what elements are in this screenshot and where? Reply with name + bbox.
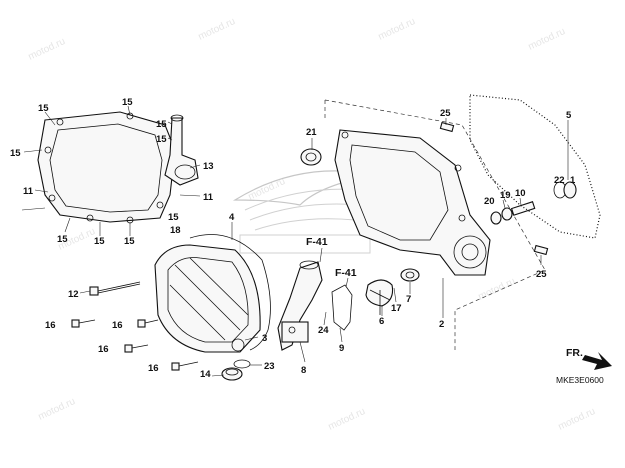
ref-number: 21 <box>306 127 317 138</box>
washer-19 <box>501 207 513 221</box>
watermark: motod.ru <box>197 16 237 43</box>
ref-number: 20 <box>484 196 495 207</box>
dowel-pin <box>439 121 455 133</box>
ref-number: 15 <box>124 236 135 247</box>
ref-number: 8 <box>301 365 306 376</box>
water-pump-elbow <box>277 260 323 351</box>
ref-number: 11 <box>23 186 34 197</box>
ref-number: 15 <box>10 148 21 159</box>
ref-number: 17 <box>391 303 402 314</box>
bolt-16 <box>71 319 96 328</box>
ref-number: 22 <box>554 175 565 186</box>
oil-filler-cap <box>221 367 243 381</box>
reference-numbers: 15 15 15 15 15 15 15 15 15 13 11 11 18 2… <box>10 97 576 380</box>
ref-number: 19 <box>500 190 511 201</box>
ref-number: 10 <box>515 188 526 199</box>
ref-number: 15 <box>168 212 179 223</box>
dowel-pin <box>533 244 549 256</box>
bolt-16 <box>171 361 199 371</box>
right-cover-gasket <box>469 94 601 239</box>
clutch-cover <box>154 244 261 353</box>
crankcase-cover-left <box>37 111 176 224</box>
mechanical-seal <box>400 268 420 282</box>
water-pump-impeller <box>365 279 394 315</box>
ref-number: 11 <box>203 192 214 203</box>
ref-number: 16 <box>98 344 109 355</box>
right-crankcase-cover <box>334 129 491 276</box>
ref-number: 15 <box>122 97 133 108</box>
bolt-16 <box>137 319 159 328</box>
ref-number: 15 <box>156 119 167 130</box>
ref-number: 4 <box>229 212 235 223</box>
ref-number: 14 <box>200 369 211 380</box>
ref-number: 15 <box>94 236 105 247</box>
ref-number: 16 <box>148 363 159 374</box>
front-direction-label: FR. <box>566 347 583 359</box>
ref-number: 1 <box>570 175 576 186</box>
o-ring-20 <box>490 211 502 225</box>
ref-number: 13 <box>203 161 214 172</box>
ref-number: 18 <box>170 225 181 236</box>
plug-1 <box>563 181 577 199</box>
ref-number: 2 <box>439 319 444 330</box>
diagram-part-code: MKE3E0600 <box>556 375 604 385</box>
ref-number: 15 <box>57 234 68 245</box>
front-direction-arrow <box>582 352 612 370</box>
watermark: motod.ru <box>477 276 517 303</box>
watermark: motod.ru <box>247 176 287 203</box>
water-pump-gasket <box>331 284 353 331</box>
ref-number: 16 <box>112 320 123 331</box>
ref-number: 25 <box>536 269 547 280</box>
ref-number: 6 <box>379 316 384 327</box>
figure-reference-callout: F-41 <box>306 236 328 248</box>
ref-number: 9 <box>339 343 344 354</box>
watermark: motod.ru <box>527 26 567 53</box>
watermark: motod.ru <box>37 396 77 423</box>
oil-seal-21 <box>300 148 322 166</box>
ref-number: 5 <box>566 110 572 121</box>
bolt-16 <box>124 344 149 353</box>
cover-gasket <box>189 234 271 351</box>
ref-number: 25 <box>440 108 451 119</box>
o-ring-23 <box>233 359 251 369</box>
ref-number: 23 <box>264 361 275 372</box>
watermark-layer: motod.ru motod.ru motod.ru motod.ru moto… <box>27 16 597 433</box>
ref-number: 15 <box>38 103 49 114</box>
ref-number: 12 <box>68 289 79 300</box>
ref-number: 16 <box>45 320 56 331</box>
watermark: motod.ru <box>377 16 417 43</box>
watermark: motod.ru <box>557 406 597 433</box>
ref-number: 3 <box>262 333 267 344</box>
watermark: motod.ru <box>327 406 367 433</box>
exploded-view-frame <box>324 99 546 350</box>
coolant-hose-fitting <box>164 114 199 186</box>
ref-number: 24 <box>318 325 329 336</box>
ref-number: 15 <box>156 134 167 145</box>
watermark: motod.ru <box>27 36 67 63</box>
leader-lines <box>21 105 569 377</box>
bolt-12 <box>89 281 141 296</box>
figure-reference-callout: F-41 <box>335 267 357 279</box>
ref-number: 7 <box>406 294 411 305</box>
water-pump-shaft <box>510 201 536 216</box>
